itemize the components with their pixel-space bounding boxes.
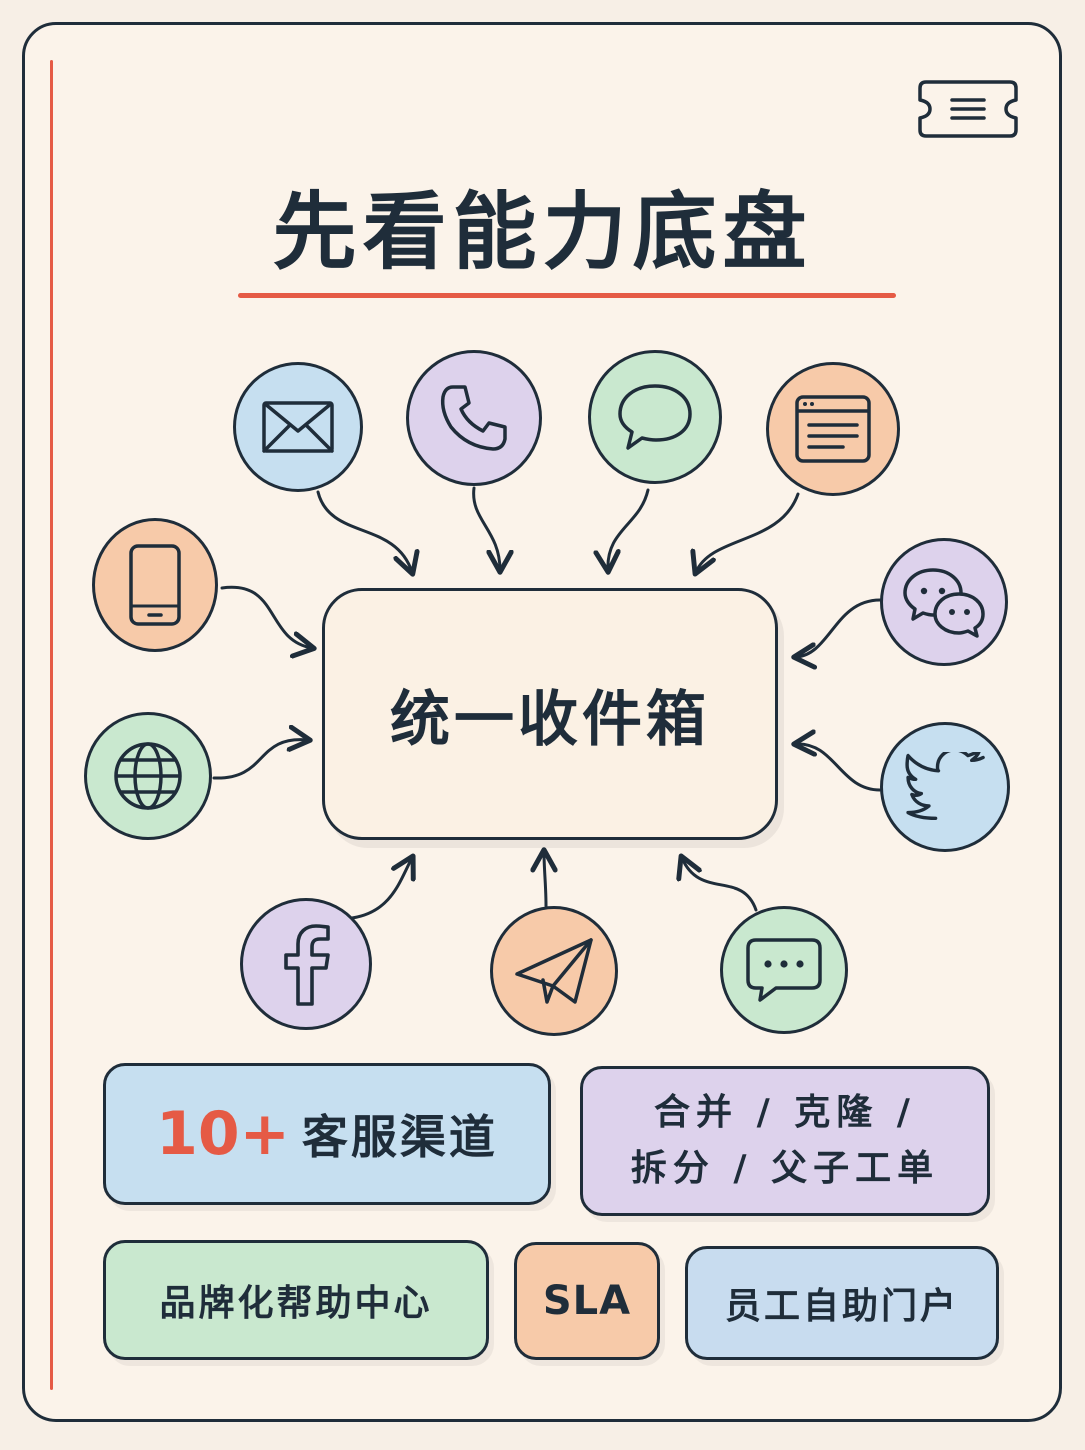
- channel-wechat: [880, 538, 1008, 666]
- unified-inbox-box: 统一收件箱: [322, 588, 778, 840]
- arrow-email: [316, 490, 412, 572]
- channel-mobile: [92, 518, 218, 652]
- arrow-twitter: [796, 744, 882, 792]
- help-center-label: 品牌化帮助中心: [159, 1283, 433, 1324]
- feature-channels: 10+ 客服渠道: [103, 1063, 551, 1205]
- arrow-telegram: [544, 852, 546, 908]
- channel-messaging: [720, 906, 848, 1034]
- ticket-ops-line-2: 拆分 / 父子工单: [630, 1148, 940, 1189]
- arrow-facebook: [350, 858, 412, 920]
- channel-facebook: [240, 898, 372, 1030]
- sla-label: SLA: [542, 1278, 632, 1324]
- envelope-icon: [262, 401, 334, 453]
- channels-count: 10+: [156, 1099, 290, 1169]
- margin-line: [50, 60, 53, 1390]
- feature-ticket-ops: 合并 / 克隆 / 拆分 / 父子工单: [580, 1066, 990, 1216]
- wechat-icon: [903, 568, 985, 638]
- arrow-chat: [608, 488, 650, 570]
- arrow-mobile: [220, 585, 312, 648]
- arrow-wechat: [796, 598, 882, 657]
- arrow-phone: [472, 486, 500, 570]
- feature-employee-portal: 员工自助门户: [685, 1246, 999, 1360]
- title-underline: [238, 293, 896, 298]
- channel-web-form: [766, 362, 900, 496]
- arrow-web-form: [696, 492, 800, 572]
- facebook-icon: [284, 924, 330, 1006]
- ticket-icon: [918, 80, 1018, 138]
- smartphone-icon: [129, 544, 181, 626]
- channel-phone: [406, 350, 542, 486]
- phone-icon: [440, 385, 507, 451]
- channel-twitter: [880, 722, 1010, 852]
- channels-label: 客服渠道: [301, 1110, 498, 1164]
- message-dots-icon: [746, 938, 822, 1002]
- channel-telegram: [490, 906, 618, 1036]
- page-title: 先看能力底盘: [272, 183, 813, 281]
- ticket-ops-line-1: 合并 / 克隆 /: [654, 1092, 916, 1133]
- hub-label: 统一收件箱: [390, 684, 710, 755]
- arrow-messaging: [682, 858, 758, 912]
- paper-plane-icon: [515, 938, 593, 1004]
- browser-window-icon: [795, 395, 871, 463]
- twitter-bird-icon: [905, 752, 985, 821]
- channel-email: [233, 362, 363, 492]
- feature-sla: SLA: [514, 1242, 660, 1360]
- feature-help-center: 品牌化帮助中心: [103, 1240, 489, 1360]
- employee-portal-label: 员工自助门户: [724, 1286, 959, 1327]
- globe-icon: [114, 742, 182, 810]
- chat-bubble-icon: [618, 384, 692, 450]
- channel-web: [84, 712, 212, 840]
- channel-chat: [588, 350, 722, 484]
- arrow-web: [212, 740, 308, 780]
